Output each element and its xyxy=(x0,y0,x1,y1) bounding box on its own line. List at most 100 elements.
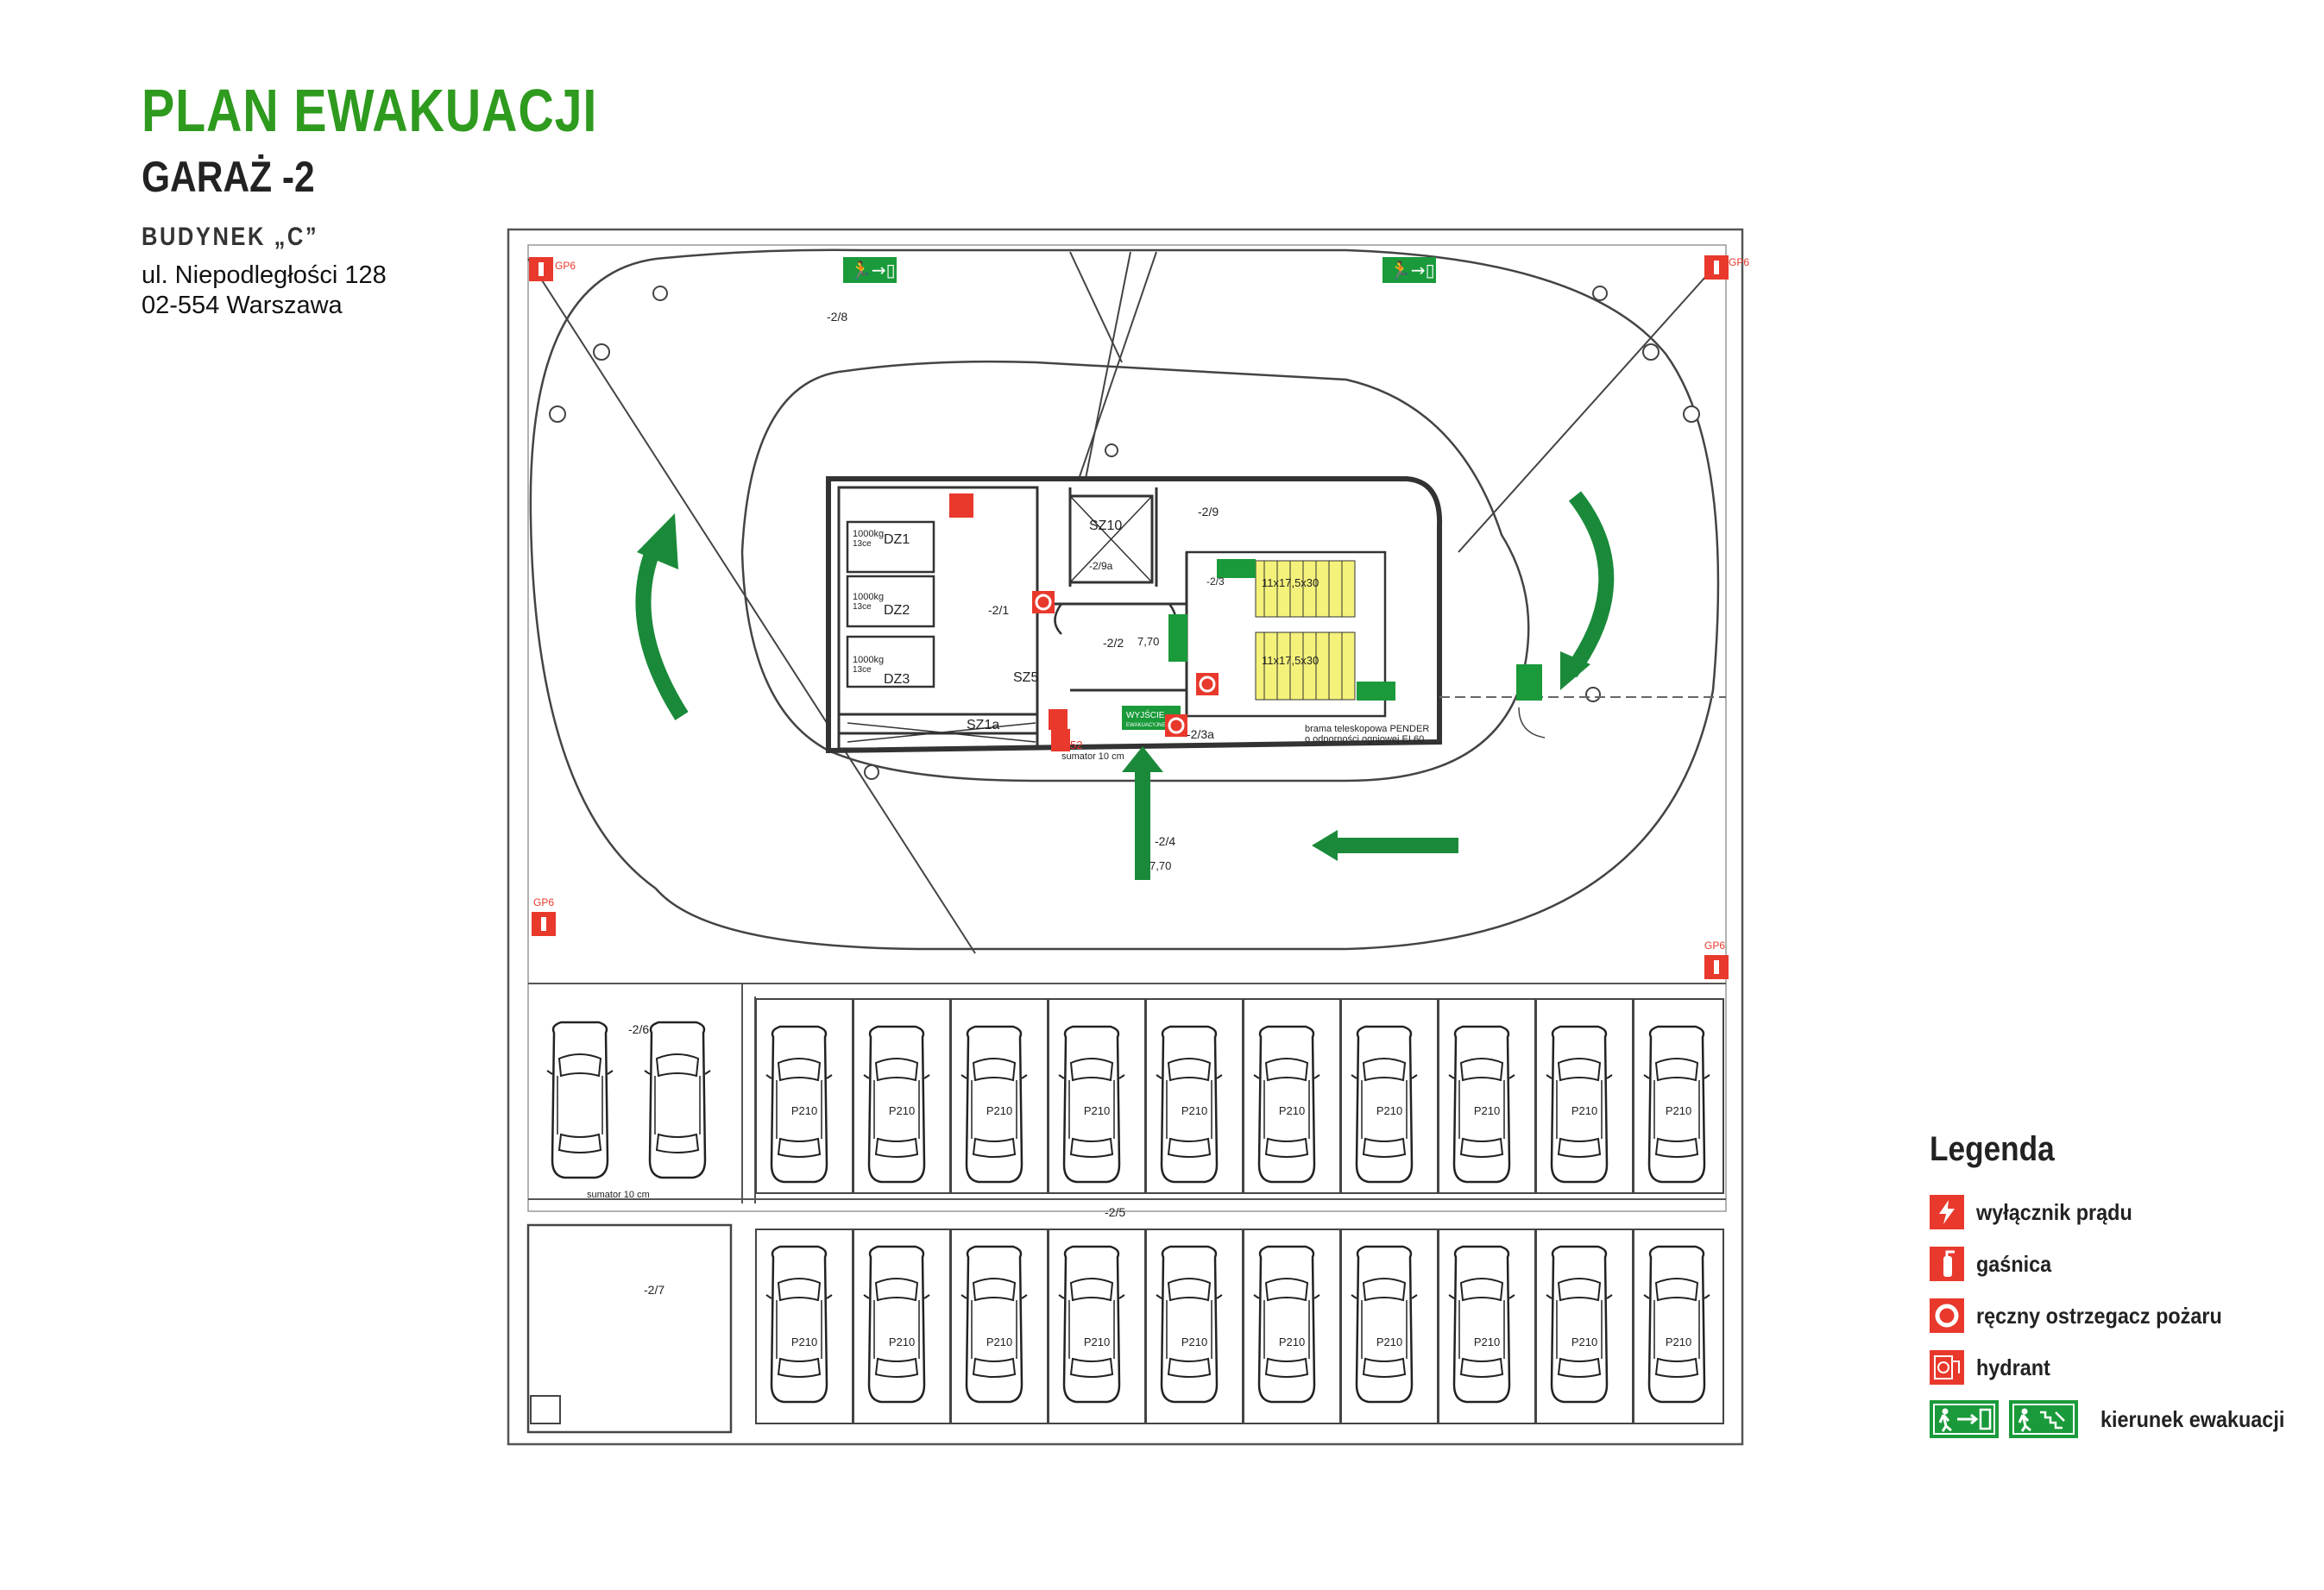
storage-capacity: 1000kg xyxy=(853,655,884,665)
parking-space-label: P210 xyxy=(1666,1104,1691,1117)
legend-label: wyłącznik prądu xyxy=(1976,1198,2132,1225)
curb-label: sumator 10 cm xyxy=(1061,751,1124,762)
storage-note: 13ce xyxy=(853,665,872,675)
exit-sign-top-left: 🏃→▯ xyxy=(843,257,897,283)
evacuation-stairs-icon xyxy=(2009,1400,2078,1438)
svg-text:🏃→▯: 🏃→▯ xyxy=(850,260,896,280)
parking-space-label: P210 xyxy=(1666,1335,1691,1348)
room-label: -2/6 xyxy=(628,1022,649,1036)
legend-item: gaśnica xyxy=(1930,1244,2060,1284)
legend-item: wyłącznik prądu xyxy=(1930,1192,2150,1232)
sz10-label: SZ10 xyxy=(1089,518,1122,533)
power-switch-icon xyxy=(949,493,973,518)
power-switch-icon xyxy=(1930,1195,1964,1229)
room-label: -2/4 xyxy=(1155,834,1175,848)
arrowhead-left xyxy=(637,513,678,569)
fire-extinguisher-icon xyxy=(1930,1247,1964,1281)
svg-text:🏃→▯: 🏃→▯ xyxy=(1389,260,1435,280)
parking-space-label: P210 xyxy=(1084,1104,1110,1117)
exit-sign-text: WYJŚCIE xyxy=(1126,709,1165,720)
parking-space-label: P210 xyxy=(1279,1335,1305,1348)
address-street: ul. Niepodległości 128 xyxy=(142,261,387,289)
storage-capacity: 1000kg xyxy=(853,592,884,602)
stairs-label: 11x17,5x30 xyxy=(1262,576,1319,589)
exit-sign-stairs-1 xyxy=(1217,559,1256,578)
page-title: PLAN EWAKUACJI xyxy=(142,77,598,144)
parking-space-label: P210 xyxy=(1474,1104,1500,1117)
curb-label: sumator 10 cm xyxy=(587,1190,650,1200)
hydrant-number: 52 xyxy=(1070,738,1082,751)
room-label: -2/7 xyxy=(644,1283,664,1297)
exit-sign-stairs-2 xyxy=(1357,682,1395,701)
exit-sign-subtext: EWAKUACYJNE xyxy=(1126,723,1165,728)
gp6-label: GP6 xyxy=(1704,940,1725,952)
gp6-label: GP6 xyxy=(1729,256,1749,268)
sz5-label: SZ5 xyxy=(1013,670,1038,685)
parking-space-label: P210 xyxy=(1376,1335,1402,1348)
level-label: 7,70 xyxy=(1149,859,1171,872)
legend-label: hydrant xyxy=(1976,1354,2050,1380)
parking-space-label: P210 xyxy=(1571,1104,1597,1117)
fire-alarm-icon xyxy=(1032,591,1219,737)
gate-note: o odporności ogniowej EI 60 xyxy=(1305,734,1424,745)
exit-sign-top-right: 🏃→▯ xyxy=(1382,257,1436,283)
room-label: -2/3a xyxy=(1187,727,1214,741)
evac-arrow-right xyxy=(1564,491,1615,678)
arrowhead-right xyxy=(1560,651,1590,690)
parking-space-label: P210 xyxy=(1376,1104,1402,1117)
driving-ring-outer xyxy=(529,248,1720,951)
hydrant-icon xyxy=(1930,1350,1964,1385)
parking-space-label: P210 xyxy=(889,1335,915,1348)
driving-ring-inner xyxy=(740,360,1530,782)
storage-note: 13ce xyxy=(853,539,872,549)
address-city: 02-554 Warszawa xyxy=(142,292,343,319)
fire-alarm-icon xyxy=(1930,1298,1964,1333)
room-label: -2/3 xyxy=(1206,575,1225,588)
hydrant-icon xyxy=(1051,729,1070,751)
parking-space-label: P210 xyxy=(1181,1335,1207,1348)
room-label: -2/5 xyxy=(1105,1205,1125,1219)
storage-label: DZ2 xyxy=(884,603,910,618)
room-label: -2/1 xyxy=(988,603,1009,617)
stairs-label: 11x17,5x30 xyxy=(1262,654,1319,667)
parking-row-bottom xyxy=(765,1245,1711,1404)
room-label: -2/9 xyxy=(1198,505,1219,518)
storage-label: DZ3 xyxy=(884,672,910,687)
parking-space-label: P210 xyxy=(1181,1104,1207,1117)
extinguisher-icon xyxy=(1049,709,1068,730)
gp6-label: GP6 xyxy=(555,260,576,272)
legend: Legenda wyłącznik prądu gaśnica ręczny o… xyxy=(1930,1130,2309,1449)
arrowhead-up xyxy=(1122,746,1163,772)
gp6-label: GP6 xyxy=(533,896,554,908)
legend-label: kierunek ewakuacji xyxy=(2100,1405,2285,1432)
storage-note: 13ce xyxy=(853,602,872,612)
legend-label: gaśnica xyxy=(1976,1250,2052,1277)
room-label: -2/9a xyxy=(1089,560,1113,572)
evacuation-direction-icon xyxy=(1930,1400,1999,1438)
legend-item: kierunek ewakuacji xyxy=(1930,1399,2305,1439)
exit-sign-gate xyxy=(1516,664,1542,701)
gate-label: brama teleskopowa PENDER xyxy=(1305,724,1429,734)
parking-space-label: P210 xyxy=(791,1335,817,1348)
sz1a-label: SZ1a xyxy=(967,718,999,732)
arrowhead-center xyxy=(1312,830,1338,861)
parking-space-label: P210 xyxy=(1279,1104,1305,1117)
parking-space-label: P210 xyxy=(986,1335,1012,1348)
storage-capacity: 1000kg xyxy=(853,529,884,539)
evac-arrow-left xyxy=(635,540,689,720)
legend-item: hydrant xyxy=(1930,1348,2058,1387)
legend-item: ręczny ostrzegacz pożaru xyxy=(1930,1296,2249,1335)
room-label: -2/8 xyxy=(827,310,847,324)
legend-title: Legenda xyxy=(1930,1130,2055,1168)
garage-outline xyxy=(507,228,1744,1446)
parking-space-label: P210 xyxy=(889,1104,915,1117)
legend-label: ręczny ostrzegacz pożaru xyxy=(1976,1302,2222,1329)
parking-space-label: P210 xyxy=(1571,1335,1597,1348)
room-label: -2/2 xyxy=(1103,636,1124,650)
exit-sign-side xyxy=(1168,614,1187,662)
level-label: 7,70 xyxy=(1137,635,1159,648)
parking-space-label: P210 xyxy=(1474,1335,1500,1348)
parking-space-label: P210 xyxy=(986,1104,1012,1117)
parking-space-label: P210 xyxy=(1084,1335,1110,1348)
